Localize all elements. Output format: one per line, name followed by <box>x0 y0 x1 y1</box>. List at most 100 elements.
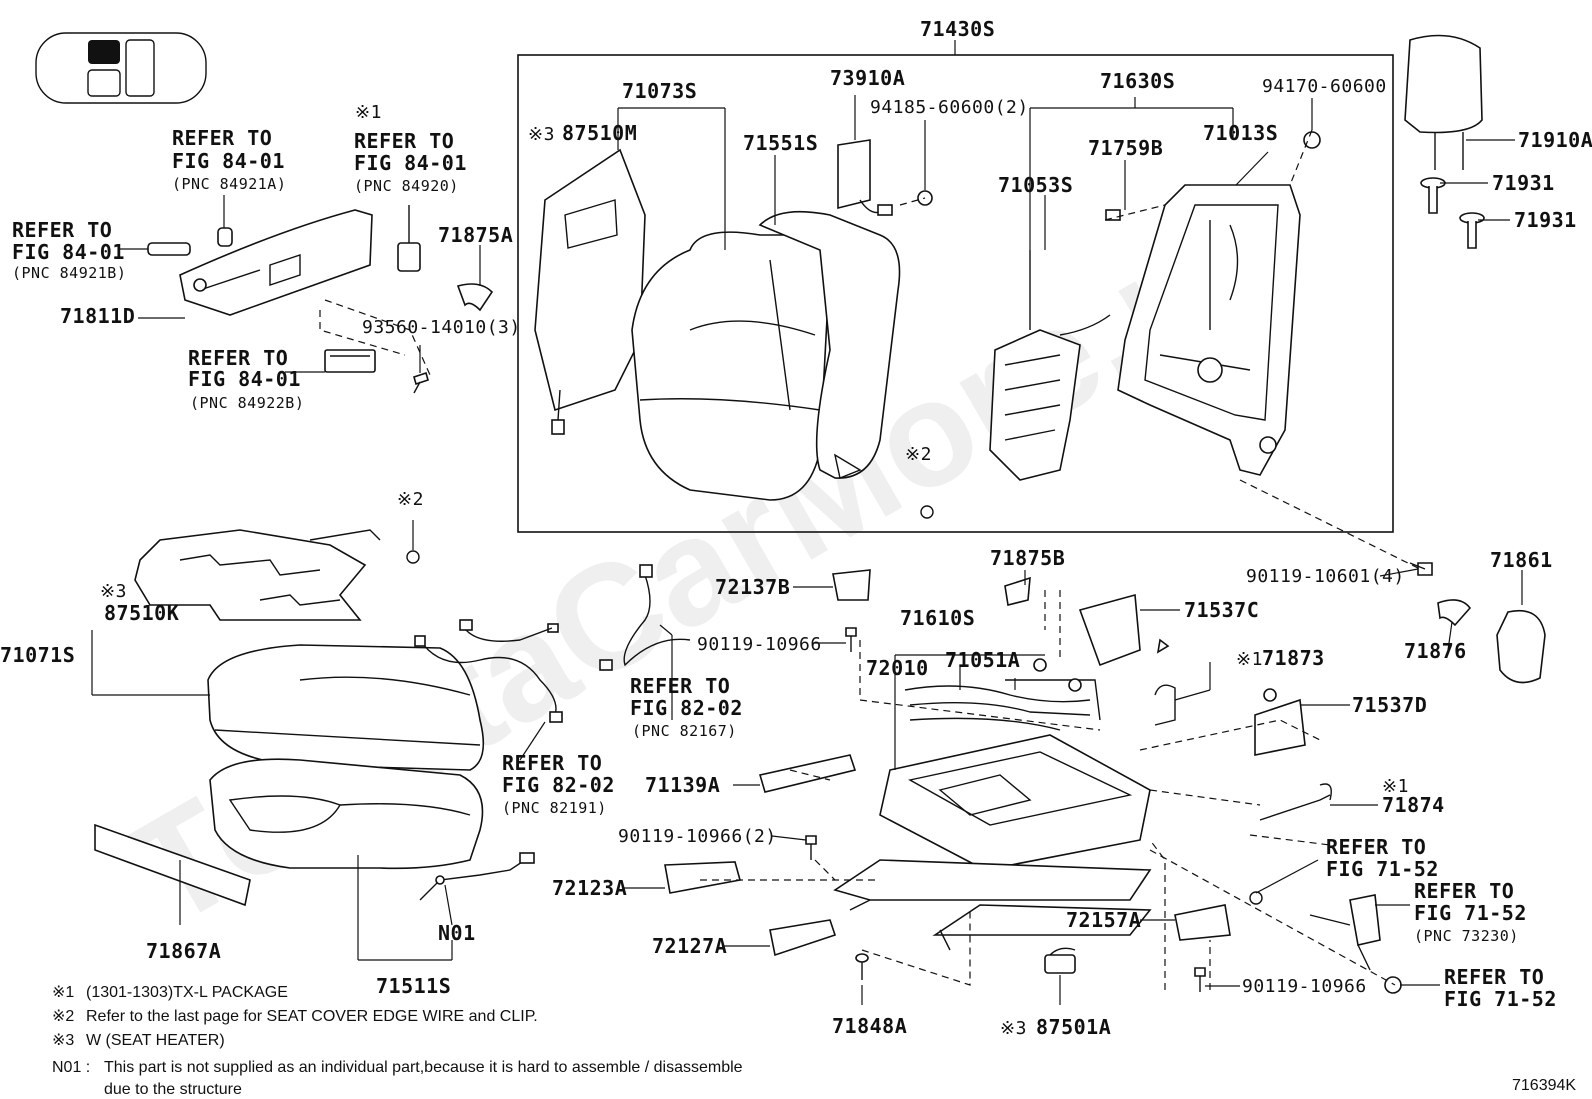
label-71511S: 71511S <box>376 974 451 998</box>
switch-knob-84921A <box>217 227 233 247</box>
callout-71051A: 71051A <box>945 648 1020 672</box>
callout-71811D: 71811D <box>60 304 135 328</box>
ref-84920: REFER TO FIG 84-01 (PNC 84920) <box>354 129 467 195</box>
screw-71537C <box>1156 638 1170 654</box>
callout-90119-10966-2: 90119-10966(2) <box>618 826 777 847</box>
screw-93560 <box>413 371 429 394</box>
note-2-mark: ※2 <box>52 1008 74 1025</box>
label-71551S: 71551S <box>743 131 818 155</box>
callout-71867A: 71867A <box>146 939 221 963</box>
mark-1-84920: ※1 <box>355 102 382 123</box>
cover-71861 <box>1496 610 1546 684</box>
note-3-mark: ※3 <box>52 1032 74 1049</box>
note-1-mark: ※1 <box>52 984 74 1001</box>
svg-text:(PNC 73230): (PNC 73230) <box>1414 927 1519 945</box>
svg-text:(PNC 84921B): (PNC 84921B) <box>12 264 126 282</box>
wire-harness-82191 <box>414 619 563 723</box>
ref-71-52-b: REFER TO FIG 71-52 <box>1444 965 1557 1011</box>
svg-text:FIG 84-01: FIG 84-01 <box>172 149 285 173</box>
rail-cover-71139A <box>758 754 857 793</box>
callout-87501A: 87501A <box>1036 1015 1111 1039</box>
callout-71874: 71874 <box>1382 793 1445 817</box>
note-5-text: due to the structure <box>104 1081 242 1098</box>
svg-text:REFER TO: REFER TO <box>172 126 272 150</box>
svg-text:(PNC 84922B): (PNC 84922B) <box>190 394 304 412</box>
mark-2-cushion: ※2 <box>397 489 424 510</box>
svg-text:(PNC 82167): (PNC 82167) <box>632 722 737 740</box>
heater-sensor-87501A <box>1044 947 1076 974</box>
callout-72127A: 72127A <box>652 934 727 958</box>
callout-71848A: 71848A <box>832 1014 907 1038</box>
svg-text:REFER TO: REFER TO <box>12 218 112 242</box>
ref-73230: REFER TO FIG 71-52 (PNC 73230) <box>1414 879 1526 945</box>
figure-code: 716394K <box>1512 1077 1576 1094</box>
switch-knob-84921B <box>147 242 191 256</box>
cover-71537C <box>1078 593 1141 667</box>
ref-84922B: REFER TO FIG 84-01 (PNC 84922B) <box>188 346 304 412</box>
lumbar-support-assembly <box>989 250 1111 481</box>
callout-71910A: 71910A <box>1518 128 1592 152</box>
headrest <box>1404 34 1483 170</box>
callout-71931-a: 71931 <box>1492 171 1555 195</box>
svg-text:REFER TO: REFER TO <box>1326 835 1426 859</box>
ref-71-52-a: REFER TO FIG 71-52 <box>1326 835 1438 881</box>
callout-71861: 71861 <box>1490 548 1553 572</box>
svg-text:REFER TO: REFER TO <box>630 674 730 698</box>
mark-3-87501A: ※3 <box>1000 1018 1027 1039</box>
callout-87510K: 87510K <box>104 601 179 625</box>
cable-71874 <box>1259 783 1332 821</box>
callout-94170-60600: 94170-60600 <box>1262 76 1387 97</box>
note-3-text: W (SEAT HEATER) <box>86 1032 225 1049</box>
cover-71537D <box>1254 698 1306 756</box>
cover-72157A <box>1174 904 1231 941</box>
callout-87510M: 87510M <box>562 121 637 145</box>
bracket-71873 <box>1154 684 1176 726</box>
svg-text:FIG 84-01: FIG 84-01 <box>354 151 467 175</box>
track-cover-72127A <box>769 919 837 957</box>
seat-cushion-pad <box>209 758 484 870</box>
seat-position-indicator-icon <box>35 32 207 104</box>
ref-84921A: REFER TO FIG 84-01 (PNC 84921A) <box>172 126 286 193</box>
ref-82191: REFER TO FIG 82-02 (PNC 82191) <box>502 751 614 817</box>
note-1-text: (1301-1303)TX-L PACKAGE <box>86 984 288 1001</box>
clip-71759B <box>1105 209 1121 221</box>
svg-text:FIG 82-02: FIG 82-02 <box>630 696 743 720</box>
svg-text:FIG 84-01: FIG 84-01 <box>12 240 125 264</box>
callout-90119-10966-a: 90119-10966 <box>697 634 822 655</box>
track-cover-72123A <box>664 861 742 894</box>
seat-spring-71051A <box>1005 658 1101 721</box>
mark-3-87510M: ※3 <box>528 124 555 145</box>
ref-82167: REFER TO FIG 82-02 (PNC 82167) <box>630 674 743 740</box>
svg-text:FIG 84-01: FIG 84-01 <box>188 367 301 391</box>
bolt-90119-10966-2 <box>805 835 817 860</box>
callout-71873: 71873 <box>1262 646 1325 670</box>
label-71630S: 71630S <box>1100 69 1175 93</box>
seatback-pad <box>758 210 901 479</box>
callout-71053S: 71053S <box>998 173 1073 197</box>
svg-text:(PNC 82191): (PNC 82191) <box>502 799 607 817</box>
screw-71537D <box>1263 688 1277 702</box>
svg-text:REFER TO: REFER TO <box>502 751 602 775</box>
callout-72010: 72010 <box>866 656 929 680</box>
heater-controller-module <box>837 139 893 216</box>
cover-72137B <box>832 569 871 601</box>
svg-text:(PNC 84920): (PNC 84920) <box>354 177 459 195</box>
note-4-mark: N01 : <box>52 1059 90 1076</box>
svg-text:REFER TO: REFER TO <box>354 129 454 153</box>
svg-text:(PNC 84921A): (PNC 84921A) <box>172 175 286 193</box>
nut-71-52 <box>1384 976 1402 994</box>
seat-side-shield <box>179 209 373 316</box>
wire-harness-82167 <box>599 564 691 671</box>
mark-1-71873: ※1 <box>1236 649 1263 670</box>
svg-text:FIG 71-52: FIG 71-52 <box>1444 987 1557 1011</box>
callout-90119-10966-b: 90119-10966 <box>1242 976 1367 997</box>
callout-71876: 71876 <box>1404 639 1467 663</box>
footnotes: ※1 (1301-1303)TX-L PACKAGE ※2 Refer to t… <box>52 984 743 1098</box>
cushion-frame-71610S <box>879 734 1151 871</box>
callout-71537C: 71537C <box>1184 598 1259 622</box>
cover-71875B <box>1004 576 1031 606</box>
svg-text:REFER TO: REFER TO <box>188 346 288 370</box>
leader-lines <box>91 95 1523 1005</box>
label-71430S: 71430S <box>920 17 995 41</box>
